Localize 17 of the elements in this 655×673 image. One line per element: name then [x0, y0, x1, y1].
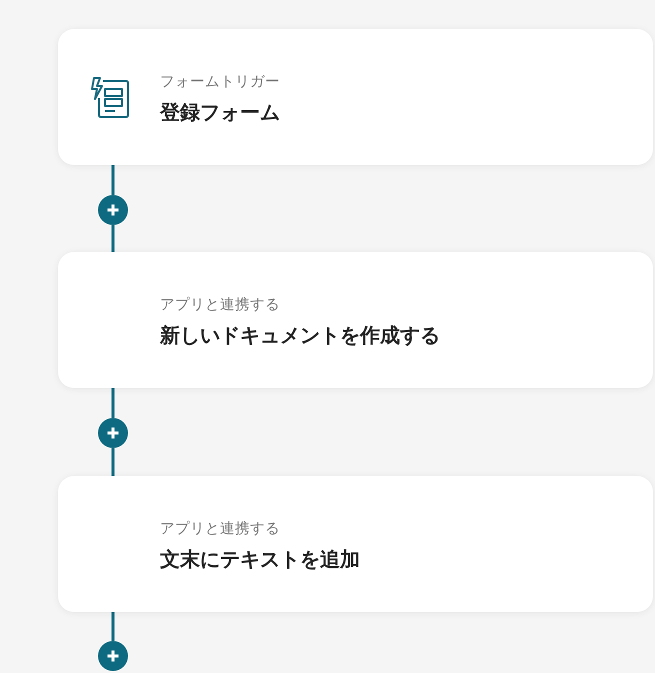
step-card — [58, 476, 653, 612]
step-title: 登録フォーム — [160, 99, 280, 126]
step-type-label: フォームトリガー — [160, 73, 280, 92]
add-step-button — [98, 418, 128, 448]
add-step-button — [98, 641, 128, 671]
step-title: 文末にテキストを追加 — [160, 546, 360, 573]
connector-line — [112, 448, 114, 476]
connector-line — [112, 612, 114, 641]
step-type-label: アプリと連携する — [160, 296, 280, 315]
step-title: 新しいドキュメントを作成する — [160, 322, 440, 349]
connector-line — [112, 165, 114, 195]
step-type-label: アプリと連携する — [160, 520, 280, 539]
connector-line — [112, 225, 114, 252]
step-card — [58, 252, 653, 388]
step-card — [58, 29, 653, 165]
connector-line — [112, 388, 114, 418]
add-step-button — [98, 195, 128, 225]
